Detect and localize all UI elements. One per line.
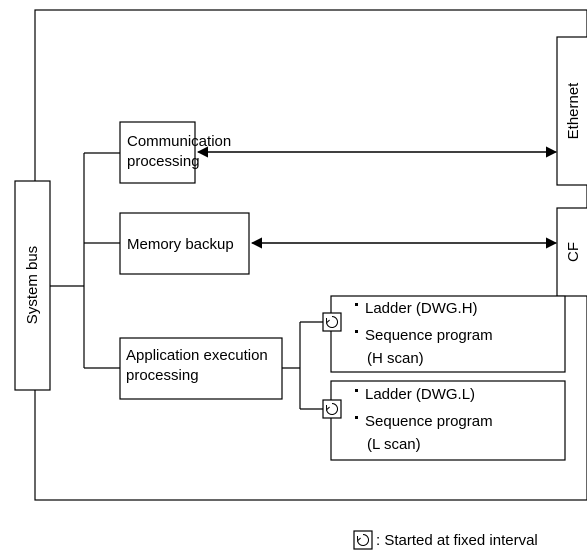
system-bus-label: System bus xyxy=(24,246,41,324)
ethernet-label: Ethernet xyxy=(565,82,582,140)
cf-label: CF xyxy=(565,242,582,262)
memory-backup-label: Memory backup xyxy=(127,236,234,253)
bus-connector xyxy=(50,152,120,369)
l-ladder-label: Ladder (DWG.L) xyxy=(365,386,475,403)
legend-label: : Started at fixed interval xyxy=(376,532,538,549)
h-scan-program-block xyxy=(330,295,566,373)
communication-processing-block xyxy=(119,121,196,184)
memory-backup-block xyxy=(119,212,250,275)
l-sequence-bullet xyxy=(355,416,358,419)
h-sequence-label: Sequence program xyxy=(365,327,493,344)
program-branch-connector xyxy=(282,321,323,410)
l-scan-program-block xyxy=(330,380,566,461)
l-scan-fixed-interval-icon xyxy=(322,399,342,419)
ethernet-block xyxy=(556,36,587,186)
application-execution-block xyxy=(119,337,283,400)
application-execution-label: Application execution processing xyxy=(126,347,272,384)
h-ladder-label: Ladder (DWG.H) xyxy=(365,300,478,317)
l-sequence-label: Sequence program xyxy=(365,413,493,430)
l-ladder-bullet xyxy=(355,389,358,392)
cf-block xyxy=(556,207,587,297)
h-sequence-bullet xyxy=(355,330,358,333)
communication-processing-label: Communication processing xyxy=(127,133,235,170)
h-ladder-bullet xyxy=(355,303,358,306)
legend-fixed-interval-icon xyxy=(353,530,373,550)
l-scan-label: (L scan) xyxy=(367,436,421,453)
h-scan-label: (H scan) xyxy=(367,350,424,367)
h-scan-fixed-interval-icon xyxy=(322,312,342,332)
